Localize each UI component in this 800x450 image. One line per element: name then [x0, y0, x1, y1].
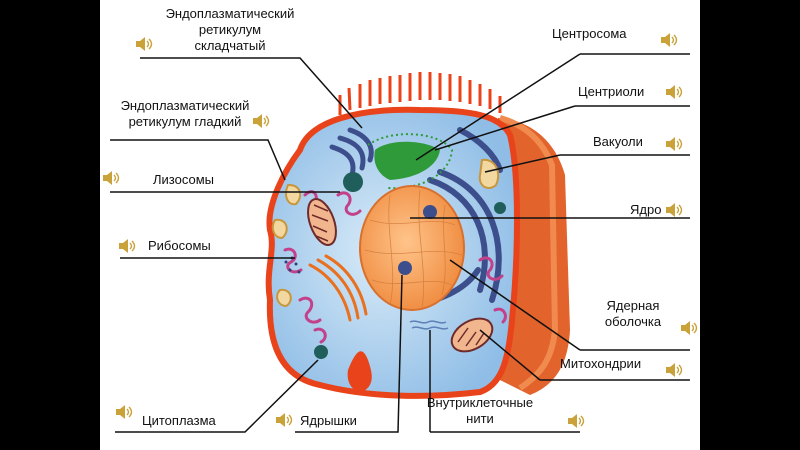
label-vacuoles: Вакуоли — [593, 134, 643, 149]
vacuole-shapes — [271, 158, 500, 308]
speaker-icon[interactable] — [252, 113, 270, 129]
label-nucleoli: Ядрышки — [300, 413, 357, 428]
mitochondria-shapes — [307, 198, 494, 353]
speaker-icon[interactable] — [275, 412, 293, 428]
speaker-icon[interactable] — [665, 362, 683, 378]
centrosome-shape — [374, 141, 440, 180]
speaker-icon[interactable] — [135, 36, 153, 52]
speaker-icon[interactable] — [660, 32, 678, 48]
label-centrioles: Центриоли — [578, 84, 645, 99]
nucleus-shape — [359, 185, 465, 311]
speaker-icon[interactable] — [115, 404, 133, 420]
cell-diagram — [110, 53, 690, 433]
label-ribosomes: Рибосомы — [148, 238, 211, 253]
speaker-icon[interactable] — [665, 202, 683, 218]
label-nucleus: Ядро — [630, 202, 662, 217]
lysosome-shape — [343, 172, 363, 192]
label-er-smooth: Эндоплазматический ретикулум гладкий — [120, 98, 250, 129]
microvilli — [338, 72, 502, 115]
label-nuclear-envelope: Ядерная оболочка — [604, 298, 662, 329]
speaker-icon[interactable] — [680, 320, 698, 336]
slide: Эндоплазматический ретикулум складчатый … — [100, 0, 700, 450]
speaker-icon[interactable] — [102, 170, 120, 186]
label-mitochondria: Митохондрии — [560, 356, 642, 371]
speaker-icon[interactable] — [665, 84, 683, 100]
label-cytoplasm: Цитоплазма — [142, 413, 216, 428]
speaker-icon[interactable] — [118, 238, 136, 254]
leader-lines — [110, 53, 690, 433]
label-centrosome: Центросома — [552, 26, 627, 41]
label-filaments: Внутриклеточные нити — [426, 395, 534, 426]
label-lysosomes: Лизосомы — [153, 172, 214, 187]
speaker-icon[interactable] — [665, 136, 683, 152]
label-er-rough: Эндоплазматический ретикулум складчатый — [165, 6, 295, 53]
er-rough-shape — [329, 127, 374, 178]
golgi-shapes — [308, 254, 368, 322]
speaker-icon[interactable] — [567, 413, 585, 429]
nucleolus-shape — [423, 205, 437, 219]
